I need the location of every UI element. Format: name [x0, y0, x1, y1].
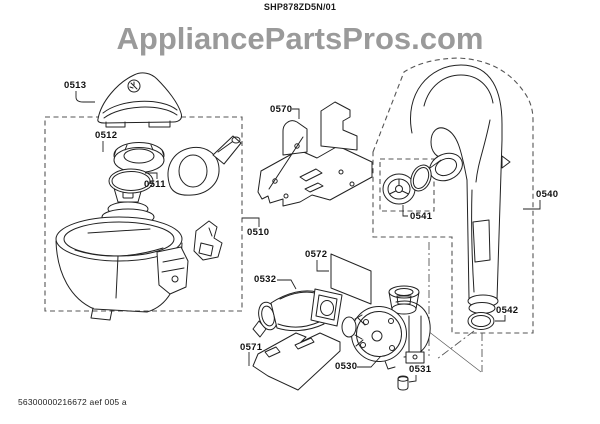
part-0570-insulation-panel — [257, 101, 373, 207]
part-0530-drain-pump — [341, 285, 431, 370]
part-0510-handle — [167, 135, 242, 196]
part-label-0510: 0510 — [247, 227, 270, 238]
part-0571-insulation-mat — [252, 332, 341, 391]
no-hand-icon-strokes — [129, 81, 138, 90]
assembly-centerlines — [427, 242, 483, 373]
part-label-0512: 0512 — [95, 130, 118, 141]
part-label-0540: 0540 — [536, 189, 559, 200]
part-0510-sump-assembly — [55, 185, 189, 321]
no-hand-icon — [127, 79, 141, 93]
check-valve-group-border — [379, 158, 435, 212]
part-label-0532: 0532 — [254, 274, 277, 285]
part-0513-cap — [97, 72, 182, 128]
part-label-0571: 0571 — [240, 342, 263, 353]
part-label-0531: 0531 — [409, 364, 432, 375]
part-0572-insulation-sheet — [330, 253, 372, 305]
part-0512-ring-nut — [113, 142, 165, 173]
drain-channel-group-border — [372, 57, 534, 334]
label-leader-lines — [75, 91, 541, 383]
part-label-0572: 0572 — [305, 249, 328, 260]
part-label-0541: 0541 — [410, 211, 433, 222]
part-label-0513: 0513 — [64, 80, 87, 91]
part-label-0542: 0542 — [496, 305, 519, 316]
part-0542-o-ring — [467, 312, 495, 330]
part-0510-bracket — [193, 220, 223, 261]
part-label-0530: 0530 — [335, 361, 358, 372]
part-0511-gasket — [108, 168, 154, 194]
model-number: SHP878ZD5N/01 — [263, 2, 337, 12]
part-0531-grommet — [397, 375, 409, 391]
part-0532-duct-elbow — [252, 288, 343, 338]
document-code: 56300000216672 aef 005 a — [18, 397, 127, 407]
part-label-0570: 0570 — [270, 104, 293, 115]
part-0540-drain-channel — [410, 64, 511, 314]
part-label-0511: 0511 — [144, 179, 166, 190]
watermark-text: AppliancePartsPros.com — [116, 21, 484, 56]
part-0541-check-valve — [382, 159, 442, 205]
